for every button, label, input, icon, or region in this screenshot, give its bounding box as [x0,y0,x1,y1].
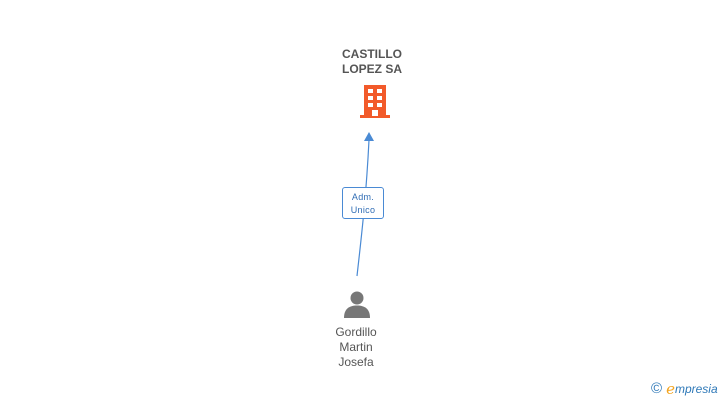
person-name[interactable]: Gordillo Martin Josefa [306,325,406,370]
company-name-line-2: LOPEZ SA [341,62,402,76]
copyright-icon: © [651,380,663,397]
role-label-line-1: Adm. [351,192,375,202]
company-name-line-1: CASTILLO [342,47,402,61]
building-icon[interactable] [359,83,391,119]
person-name-line-3: Josefa [338,355,374,369]
arrowhead-icon [364,132,374,141]
role-label: Adm. Unico [342,187,384,219]
brand-initial: e [666,380,675,398]
company-name[interactable]: CASTILLO LOPEZ SA [322,47,422,77]
person-name-line-2: Martin [339,340,373,354]
empresia-logo: © e mpresia [651,379,718,399]
brand-name: mpresia [674,382,718,396]
role-label-line-2: Unico [350,205,376,215]
person-name-line-1: Gordillo [335,325,377,339]
person-icon[interactable] [343,290,371,318]
